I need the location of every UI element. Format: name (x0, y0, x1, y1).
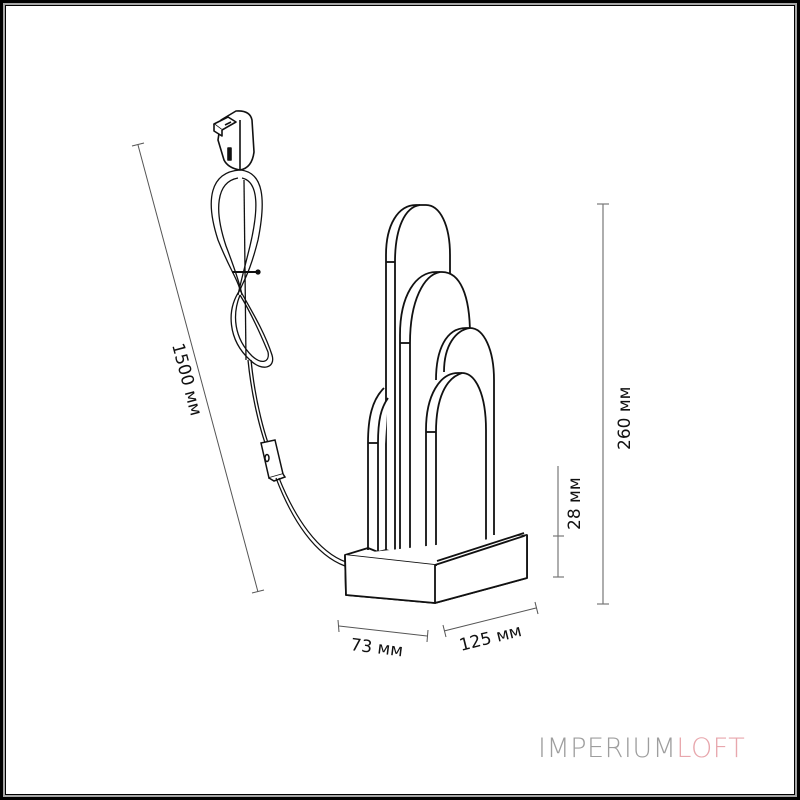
base-height-label: 28 мм (565, 477, 585, 530)
cord-length-label: 1500 мм (167, 341, 206, 418)
brand-logo-part1: IMPERIUM (538, 733, 677, 764)
coiled-cord (210, 169, 276, 461)
cord-dimension (131, 142, 265, 594)
brand-logo: IMPERIUMLOFT (538, 733, 745, 764)
frame-border-inner (5, 5, 795, 795)
lamp-body (367, 204, 495, 566)
base-height-dimension (553, 466, 564, 578)
base-depth-dimension (337, 619, 429, 643)
plug-adapter-icon (213, 110, 255, 171)
base-depth-label: 73 мм (349, 635, 404, 661)
brand-logo-part2: LOFT (676, 733, 746, 764)
inline-switch-icon (260, 439, 287, 482)
cord-to-base (275, 477, 347, 567)
base-width-dimension (442, 601, 539, 638)
frame-border-mid (3, 3, 797, 797)
base-width-label: 125 мм (457, 621, 523, 656)
height-dimension (597, 203, 609, 605)
height-label: 260 мм (615, 386, 635, 450)
lamp-base (344, 532, 528, 604)
